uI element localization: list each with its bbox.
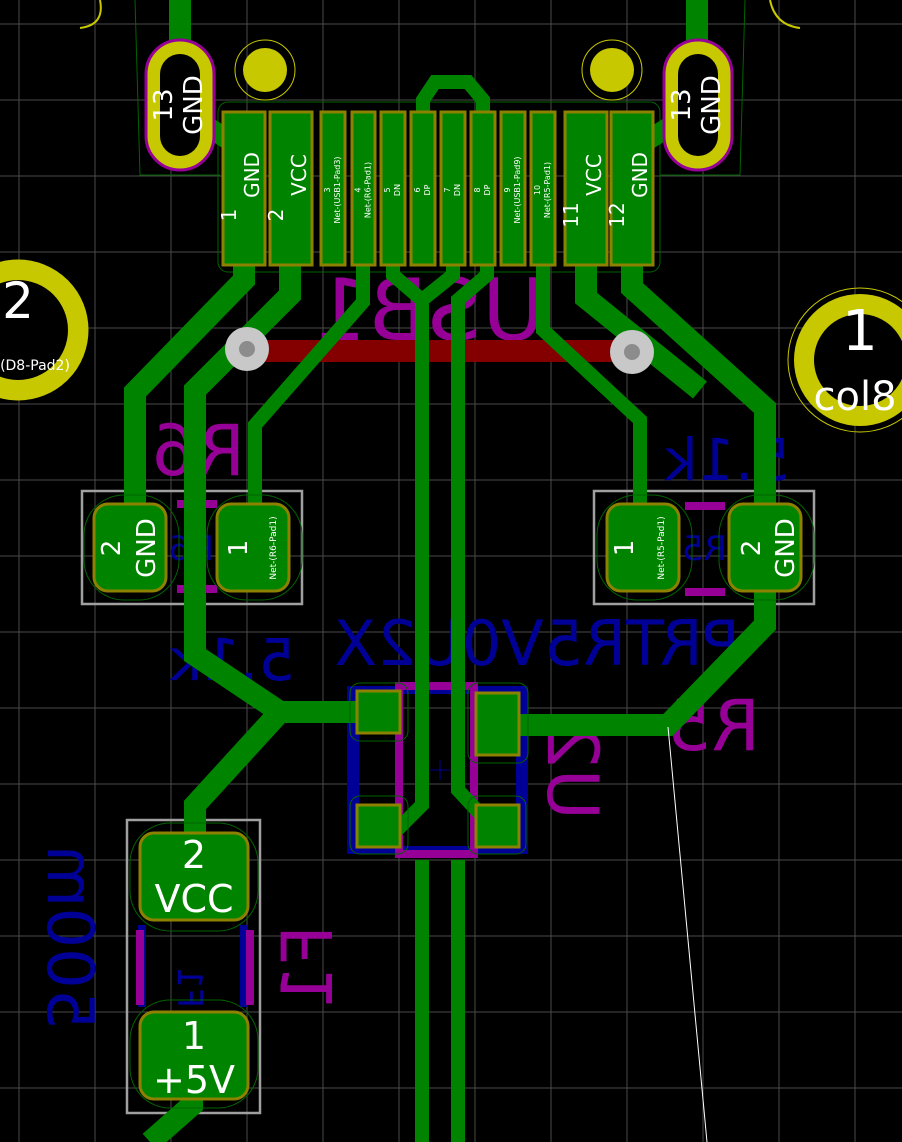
usb-pad-net: Net-(USB1-Pad9) xyxy=(513,156,522,223)
usb-pad-num: 3 xyxy=(323,187,332,192)
usb-pad-9[interactable] xyxy=(499,110,527,267)
usb-pad-8[interactable] xyxy=(469,110,497,267)
usb-shield-right[interactable]: 13 GND xyxy=(581,38,734,172)
usb-pad-num: 11 xyxy=(559,202,583,227)
r5-pad2-num: 2 xyxy=(737,540,767,557)
u2-pad-4 xyxy=(474,691,521,757)
usb-pad-net: DN xyxy=(393,184,402,196)
u2-pad-3 xyxy=(474,803,521,849)
usb-pad-net: GND xyxy=(628,152,652,198)
usb-pad-num: 6 xyxy=(413,187,422,192)
usb-pad-num: 1 xyxy=(217,209,241,222)
right-pad-net: col8 xyxy=(813,374,896,420)
usb-pad-num: 4 xyxy=(354,187,363,192)
usb-pad-net: DP xyxy=(483,184,492,195)
r5-pad1 xyxy=(605,502,681,593)
usb-pad-net: DN xyxy=(453,184,462,196)
left-pad-net: (D8-Pad2) xyxy=(0,358,70,374)
usb-pad-num: 8 xyxy=(473,187,482,192)
shield-right-num: 13 xyxy=(667,88,697,121)
usb-pad-net: Net-(R6-Pad1) xyxy=(364,162,373,218)
usb-pad-num: 9 xyxy=(503,187,512,192)
r5-pad2-net: GND xyxy=(771,518,801,578)
pad-edge-arcs xyxy=(79,0,801,29)
usb-pad-num: 5 xyxy=(383,187,392,192)
usb-pad-11[interactable] xyxy=(563,110,609,267)
shield-right-net: GND xyxy=(697,75,727,135)
f1-ref-back: F1 xyxy=(169,967,209,1008)
usb-pad-6[interactable] xyxy=(409,110,437,267)
right-th-pad[interactable]: 1 col8 xyxy=(787,287,902,433)
right-pad-number: 1 xyxy=(842,299,878,364)
usb-pad-3[interactable] xyxy=(319,110,347,267)
r5-ref-back: R5 xyxy=(682,529,727,569)
track-vcc-u2 xyxy=(184,255,380,723)
usb-pad-num: 2 xyxy=(264,209,288,222)
usb-pad-1[interactable] xyxy=(221,110,267,267)
usb-pad-2[interactable] xyxy=(268,110,314,267)
track-gnd-r6 xyxy=(124,255,255,520)
shield-left-num: 13 xyxy=(149,88,179,121)
f1-pad1-net: +5V xyxy=(153,1058,235,1102)
u2-ref-fab: U2 xyxy=(531,724,613,820)
u2-pad-1 xyxy=(355,689,402,735)
r5-pad1-net: Net-(R5-Pad1) xyxy=(657,516,667,579)
r5-pad1-num: 1 xyxy=(610,540,640,557)
left-th-pad[interactable]: 2 (D8-Pad2) xyxy=(0,259,89,401)
usb-pad-12[interactable] xyxy=(609,110,655,267)
usb-pad-net: GND xyxy=(240,152,264,198)
usb-pad-10[interactable] xyxy=(529,110,557,267)
usb-pad-net: Net-(R5-Pad1) xyxy=(543,162,552,218)
usb-pad-net: VCC xyxy=(287,154,311,196)
r5-footprint[interactable]: 1 Net-(R5-Pad1) 2 GND xyxy=(596,494,815,601)
f1-pad1-num: 1 xyxy=(182,1014,206,1058)
usb-shield-left[interactable]: 13 GND xyxy=(144,38,296,172)
u2-pad-2 xyxy=(355,803,402,849)
f1-pad1 xyxy=(138,1010,250,1101)
u2-value-text: PRTR5V0U2X xyxy=(334,607,740,680)
usb-pad-net: VCC xyxy=(582,154,606,196)
f1-pad2 xyxy=(138,831,250,922)
f1-pad2-net: VCC xyxy=(154,877,233,921)
u2-footprint[interactable] xyxy=(349,682,529,855)
usb-pad-net: DP xyxy=(423,184,432,195)
r6-pad2-net: GND xyxy=(132,518,162,578)
r6-pad2 xyxy=(92,502,168,593)
usb-pad-5[interactable] xyxy=(379,110,407,267)
r6-pad1-net: Net-(R6-Pad1) xyxy=(269,516,279,579)
r5-pad2 xyxy=(727,502,803,593)
track-vcc-right xyxy=(575,255,707,399)
r6-footprint[interactable]: 2 GND 1 Net-(R6-Pad1) xyxy=(83,494,303,601)
f1-ref-fab: F1 xyxy=(267,925,349,1010)
track-r6-pad1 xyxy=(248,255,370,520)
usb-pad-num: 10 xyxy=(533,185,542,195)
r6-pad1 xyxy=(215,502,291,593)
f1-footprint[interactable]: 2 VCC 1 +5V xyxy=(129,822,259,1109)
r6-pad1-num: 1 xyxy=(224,540,254,557)
r6-pad2-num: 2 xyxy=(97,540,127,557)
usb-pad-7[interactable] xyxy=(439,110,467,267)
track-dp xyxy=(451,255,501,835)
f1-value-text: 500m xyxy=(32,845,106,1030)
usb-pad-4[interactable] xyxy=(350,110,377,267)
usb-pad-num: 7 xyxy=(443,187,452,192)
ratsnest-line xyxy=(667,726,708,1142)
f1-pad2-num: 2 xyxy=(182,833,206,877)
usb-pad-net: Net-(USB1-Pad3) xyxy=(333,156,342,223)
track-r5-pad1 xyxy=(536,255,647,520)
left-pad-number: 2 xyxy=(2,272,34,330)
shield-left-net: GND xyxy=(179,75,209,135)
vias[interactable] xyxy=(225,327,654,374)
usb-pad-num: 12 xyxy=(605,202,629,227)
